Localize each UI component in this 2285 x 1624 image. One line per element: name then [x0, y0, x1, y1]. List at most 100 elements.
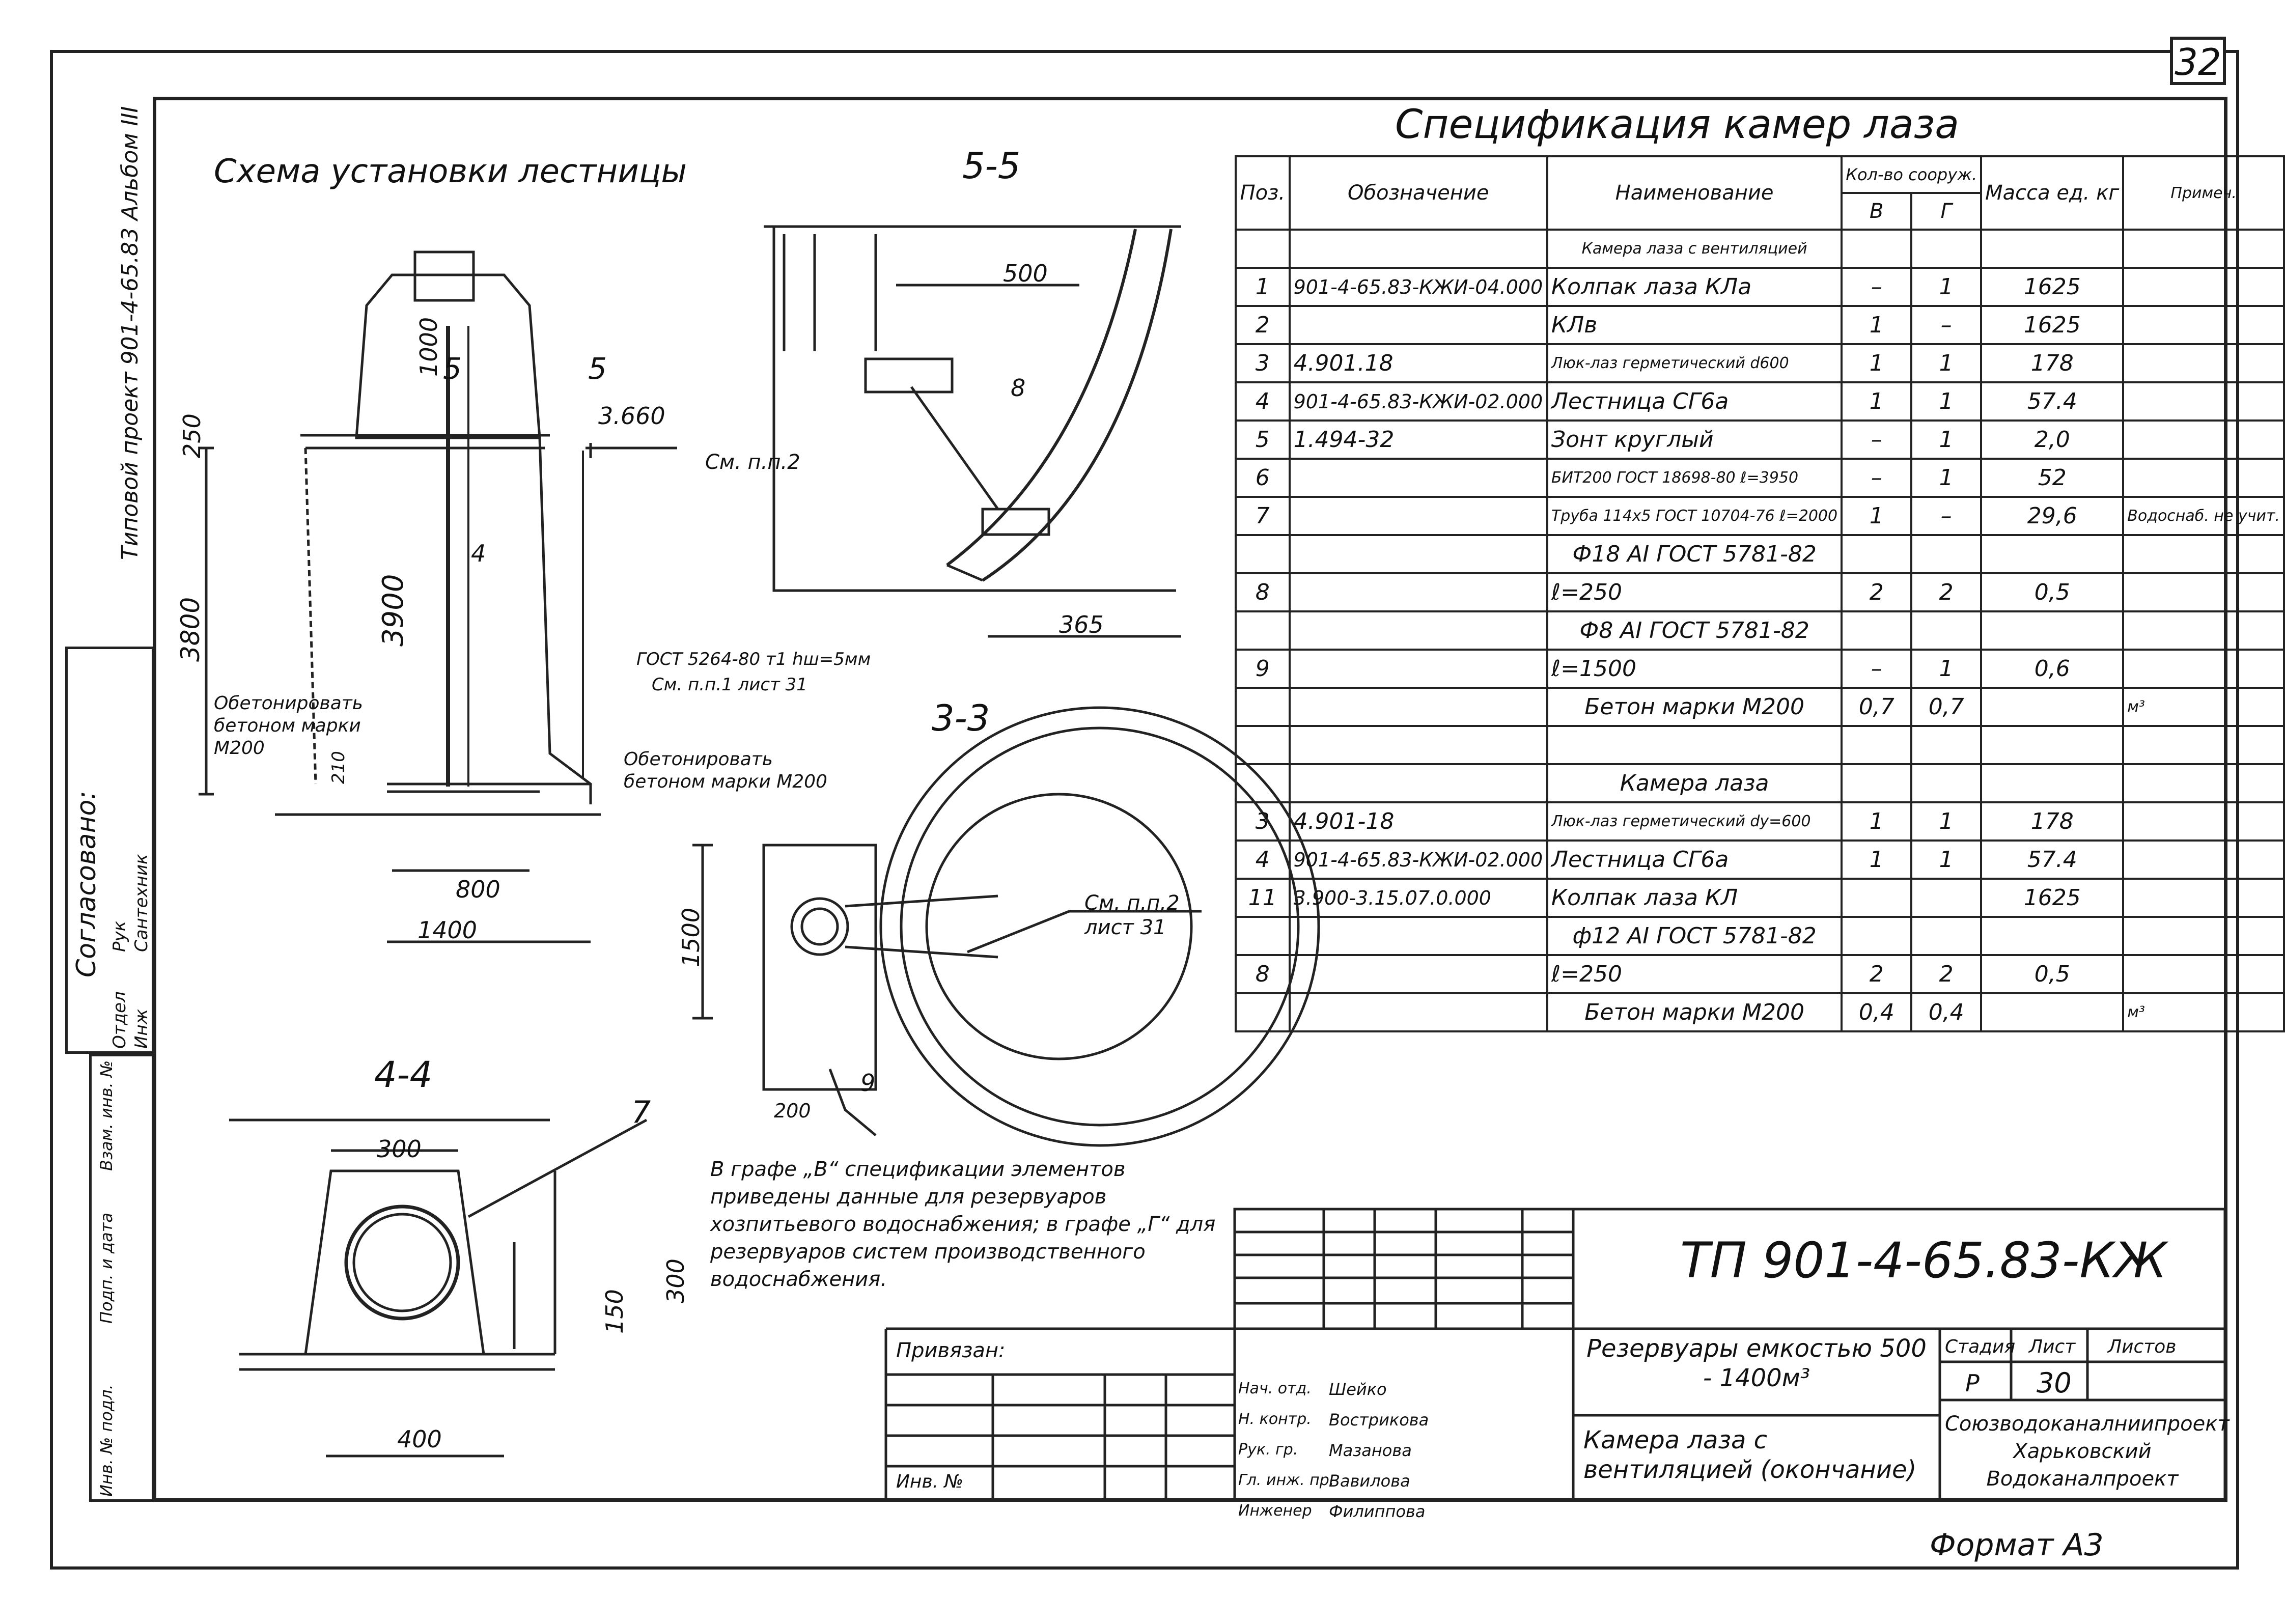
spec-pos [1235, 916, 1291, 956]
spec-qty-b: 1 [1841, 381, 1913, 422]
callout-see-pp2: См. п.п.2 [705, 451, 800, 474]
spec-name: Труба 114х5 ГОСТ 10704-76 ℓ=2000 [1546, 496, 1843, 536]
spec-note-cell [2122, 916, 2285, 956]
spec-designation [1288, 534, 1548, 574]
spec-name: ℓ=1500 [1546, 649, 1843, 689]
spec-mass: 1625 [1980, 305, 2125, 345]
spec-designation [1288, 954, 1548, 994]
callout-concrete-1: Обетонировать бетоном марки М200 [214, 693, 363, 759]
spec-pos [1235, 992, 1291, 1032]
spec-note-cell [2122, 839, 2285, 880]
spec-body: Камера лаза с вентиляцией 1 901-4-65.83-КЖ… [1235, 229, 2285, 1032]
spec-qty-b: – [1841, 649, 1913, 689]
dim-3800: 3800 [176, 597, 205, 662]
wall-right [530, 436, 592, 804]
section-4-4-title: 4-4 [374, 1054, 433, 1096]
spec-name: Ф18 АI ГОСТ 5781-82 [1546, 534, 1843, 574]
signature-role: Гл. инж. пр. [1238, 1471, 1334, 1489]
spec-note-cell [2122, 419, 2285, 460]
spec-mass: 29,6 [1980, 496, 2125, 536]
spec-name: КЛв [1546, 305, 1843, 345]
stage-label: Стадия [1945, 1336, 2016, 1357]
dim-365: 365 [1059, 611, 1104, 638]
spec-name: БИТ200 ГОСТ 18698-80 ℓ=3950 [1546, 458, 1843, 498]
spec-designation: 4.901.18 [1288, 343, 1548, 383]
spec-qty-g [1910, 916, 1983, 956]
spec-name: Бетон марки М200 [1546, 687, 1843, 727]
mark-5b: 5 [588, 351, 607, 386]
spec-qty-g [1910, 763, 1983, 803]
spec-mass [1980, 916, 2125, 956]
spec-note-cell [2122, 610, 2285, 651]
spec-qty-g [1910, 534, 1983, 574]
spec-qty-g [1910, 878, 1983, 918]
spec-mass [1980, 687, 2125, 727]
spec-qty-g: 1 [1910, 343, 1983, 383]
spec-designation [1288, 305, 1548, 345]
spec-qty-b [1841, 610, 1913, 651]
format-label: Формат А3 [1930, 1527, 2104, 1563]
spec-qty-g: – [1910, 305, 1983, 345]
sheet-number: 32 [2170, 37, 2226, 85]
spec-mass: 0,6 [1980, 649, 2125, 689]
dim-300: 300 [377, 1135, 422, 1163]
th-note: Примеч. [2122, 155, 2285, 231]
spec-qty-g: 1 [1910, 839, 1983, 880]
signature-role: Нач. отд. [1238, 1380, 1312, 1397]
spec-name: Лестница СГ6а [1546, 381, 1843, 422]
dim-200: 200 [774, 1100, 811, 1122]
spec-qty-b: 1 [1841, 801, 1913, 842]
spec-row: Камера лаза [1235, 763, 2285, 803]
spec-qty-b [1841, 916, 1913, 956]
spec-mass: 57.4 [1980, 381, 2125, 422]
spec-designation: 3.900-3.15.07.0.000 [1288, 878, 1548, 918]
spec-note-cell [2122, 649, 2285, 689]
signature-role: Рук. гр. [1238, 1441, 1298, 1459]
spec-note-cell [2122, 725, 2285, 765]
spec-name: Камера лаза с вентиляцией [1546, 229, 1843, 269]
signature-name: Филиппова [1329, 1502, 1426, 1521]
spec-mass [1980, 610, 2125, 651]
spec-designation: 4.901-18 [1288, 801, 1548, 842]
th-qty-b: В [1841, 192, 1913, 231]
spec-qty-g: 2 [1910, 572, 1983, 612]
spec-note-cell: Водоснаб. не учит. [2122, 496, 2285, 536]
spec-mass: 2,0 [1980, 419, 2125, 460]
spec-designation: 901-4-65.83-КЖИ-02.000 [1288, 381, 1548, 422]
ladder-scheme-title: Схема установки лестницы [214, 153, 687, 190]
spec-note-cell [2122, 343, 2285, 383]
spec-qty-b: – [1841, 458, 1913, 498]
spec-note-cell [2122, 305, 2285, 345]
spec-designation [1288, 916, 1548, 956]
dim-380: 300 [662, 1258, 689, 1303]
spec-qty-g [1910, 229, 1983, 269]
spec-qty-g [1910, 725, 1983, 765]
spec-note-cell [2122, 458, 2285, 498]
spec-designation [1288, 725, 1548, 765]
signature-role: Инженер [1238, 1502, 1312, 1520]
spec-name: Бетон марки М200 [1546, 992, 1843, 1032]
spec-qty-b: 1 [1841, 305, 1913, 345]
spec-pos [1235, 687, 1291, 727]
spec-note-cell [2122, 763, 2285, 803]
spec-qty-g: 0,4 [1910, 992, 1983, 1032]
spec-designation [1288, 992, 1548, 1032]
spec-name: ℓ=250 [1546, 572, 1843, 612]
th-mass: Масса ед. кг [1980, 155, 2125, 231]
signature-name: Вострикова [1329, 1410, 1429, 1430]
spec-qty-g: 1 [1910, 801, 1983, 842]
spec-qty-g: 1 [1910, 267, 1983, 307]
spec-qty-g: 2 [1910, 954, 1983, 994]
spec-pos [1235, 610, 1291, 651]
spec-title: Спецификация камер лаза [1395, 102, 1959, 148]
spec-pos: 3 [1235, 343, 1291, 383]
